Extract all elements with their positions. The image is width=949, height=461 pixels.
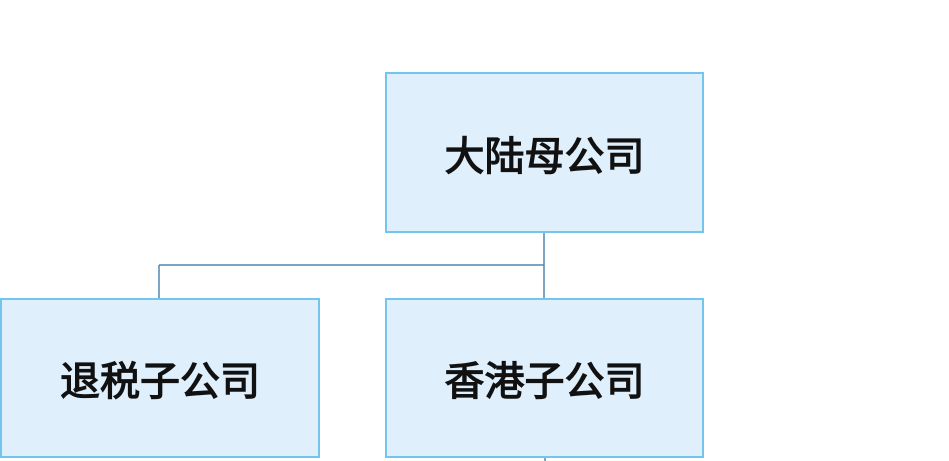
parent-company-box: 大陆母公司 bbox=[385, 72, 704, 233]
hong-kong-subsidiary-label: 香港子公司 bbox=[444, 359, 645, 405]
hong-kong-subsidiary-box: 香港子公司 bbox=[385, 298, 704, 458]
parent-company-label: 大陆母公司 bbox=[444, 133, 645, 180]
tax-refund-subsidiary-box: 退税子公司 bbox=[0, 298, 320, 458]
tax-refund-subsidiary-label: 退税子公司 bbox=[60, 359, 260, 405]
